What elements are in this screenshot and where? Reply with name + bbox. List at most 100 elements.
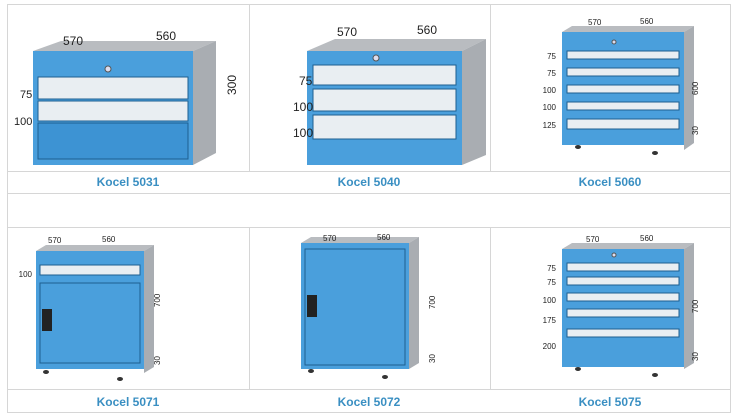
drawer-label: 100: [14, 116, 32, 128]
door-handle-icon[interactable]: [307, 295, 317, 317]
base-label: 30: [153, 356, 162, 365]
height-label: 700: [428, 295, 437, 309]
lock-icon: [104, 65, 112, 73]
drawer-label: 100: [293, 126, 313, 140]
drawer[interactable]: [566, 50, 680, 60]
drawer[interactable]: [37, 100, 189, 122]
height-label: 600: [691, 81, 700, 95]
drawer[interactable]: [566, 84, 680, 94]
cabinet-5075-image: 570 560 700 30 75 75 100 175 200: [543, 234, 700, 377]
drawer-label: 100: [543, 103, 557, 112]
cabinet-door[interactable]: [304, 248, 406, 366]
depth-label: 570: [48, 236, 62, 245]
cabinet-top: [36, 245, 154, 251]
depth-label: 570: [588, 18, 602, 27]
cabinet-side: [144, 245, 154, 373]
depth-label: 570: [323, 234, 337, 243]
drawer[interactable]: [312, 114, 457, 140]
col-divider: [490, 227, 491, 389]
drawer[interactable]: [566, 262, 680, 272]
drawer-label: 200: [543, 342, 557, 351]
cabinet-5031-image: 570 560 300 75 100: [14, 29, 239, 165]
drawer-label: 100: [543, 296, 557, 305]
cabinet-top: [33, 41, 216, 51]
drawer[interactable]: [566, 118, 680, 130]
cabinet-side: [193, 41, 216, 165]
cabinet-top: [562, 243, 694, 249]
lock-icon: [372, 54, 380, 62]
door-handle-icon[interactable]: [42, 309, 52, 331]
product-name-link[interactable]: Kocel 5071: [96, 395, 160, 409]
drawer[interactable]: [566, 101, 680, 111]
height-label: 700: [691, 299, 700, 313]
row-divider: [8, 193, 730, 194]
col-divider: [249, 5, 250, 171]
width-label: 560: [377, 233, 391, 242]
product-grid: 570 560 300 75 100 Kocel 5031 570 560 40…: [7, 4, 731, 413]
product-card-5075[interactable]: 570 560 700 30 75 75 100 175 200 Kocel 5…: [490, 227, 730, 409]
product-card-5071[interactable]: 570 560 700 30 100 Kocel 5071: [8, 227, 248, 409]
cabinet-5071-image: 570 560 700 30 100: [19, 235, 162, 381]
drawer[interactable]: [312, 88, 457, 112]
drawer[interactable]: [566, 308, 680, 318]
cabinet-side: [684, 243, 694, 369]
product-card-5072[interactable]: 570 560 700 30 Kocel 5072: [249, 227, 489, 409]
foot: [117, 377, 123, 381]
width-label: 560: [102, 235, 116, 244]
row-divider: [8, 227, 730, 228]
base-label: 30: [428, 354, 437, 363]
lock-icon: [611, 252, 617, 258]
foot: [575, 145, 581, 149]
foot: [652, 151, 658, 155]
drawer-label: 100: [543, 86, 557, 95]
cabinet-top: [562, 26, 694, 32]
product-name-link[interactable]: Kocel 5072: [337, 395, 401, 409]
product-card-5040[interactable]: 570 560 400 75 100 100 Kocel 5040: [249, 5, 505, 189]
row-divider: [8, 171, 730, 172]
col-divider: [249, 227, 250, 389]
width-label: 560: [156, 29, 176, 43]
drawer-label: 75: [299, 74, 313, 88]
product-name-link[interactable]: Kocel 5040: [337, 175, 401, 189]
cabinet-top: [307, 39, 486, 51]
product-name-link[interactable]: Kocel 5031: [96, 175, 160, 189]
drawer-label: 75: [547, 69, 556, 78]
depth-label: 570: [586, 235, 600, 244]
base-label: 30: [691, 352, 700, 361]
cabinet-top: [301, 237, 419, 243]
width-label: 560: [640, 234, 654, 243]
depth-label: 570: [337, 25, 357, 39]
drawer-label: 75: [547, 264, 556, 273]
drawer[interactable]: [312, 64, 457, 86]
product-name-link[interactable]: Kocel 5075: [578, 395, 642, 409]
width-label: 560: [640, 17, 654, 26]
drawer-label: 175: [543, 316, 557, 325]
product-card-5060[interactable]: 570 560 600 30 75 75 100 100 125 Kocel 5…: [490, 5, 730, 189]
product-card-5031[interactable]: 570 560 300 75 100 Kocel 5031: [8, 5, 248, 189]
drawer[interactable]: [566, 67, 680, 77]
drawer[interactable]: [37, 76, 189, 100]
cabinet-side: [409, 237, 419, 369]
drawer[interactable]: [39, 264, 141, 276]
foot: [652, 373, 658, 377]
product-name-link[interactable]: Kocel 5060: [578, 175, 642, 189]
col-divider: [490, 5, 491, 171]
cabinet-side: [684, 26, 694, 150]
foot: [382, 375, 388, 379]
drawer-label: 75: [547, 52, 556, 61]
foot: [308, 369, 314, 373]
row-divider: [8, 389, 730, 390]
drawer[interactable]: [566, 328, 680, 338]
drawer[interactable]: [37, 122, 189, 160]
drawer-label: 75: [20, 89, 32, 101]
drawer-label: 100: [293, 100, 313, 114]
cabinet-5040-image: 570 560 400 75 100 100: [293, 23, 505, 165]
drawer[interactable]: [566, 292, 680, 302]
cabinet-5060-image: 570 560 600 30 75 75 100 100 125: [543, 17, 700, 155]
cabinet-5072-image: 570 560 700 30: [301, 233, 437, 379]
drawer-label: 75: [547, 278, 556, 287]
drawer-label: 125: [543, 121, 557, 130]
cabinet-side: [462, 39, 486, 165]
cabinet-door[interactable]: [39, 282, 141, 364]
drawer[interactable]: [566, 276, 680, 286]
